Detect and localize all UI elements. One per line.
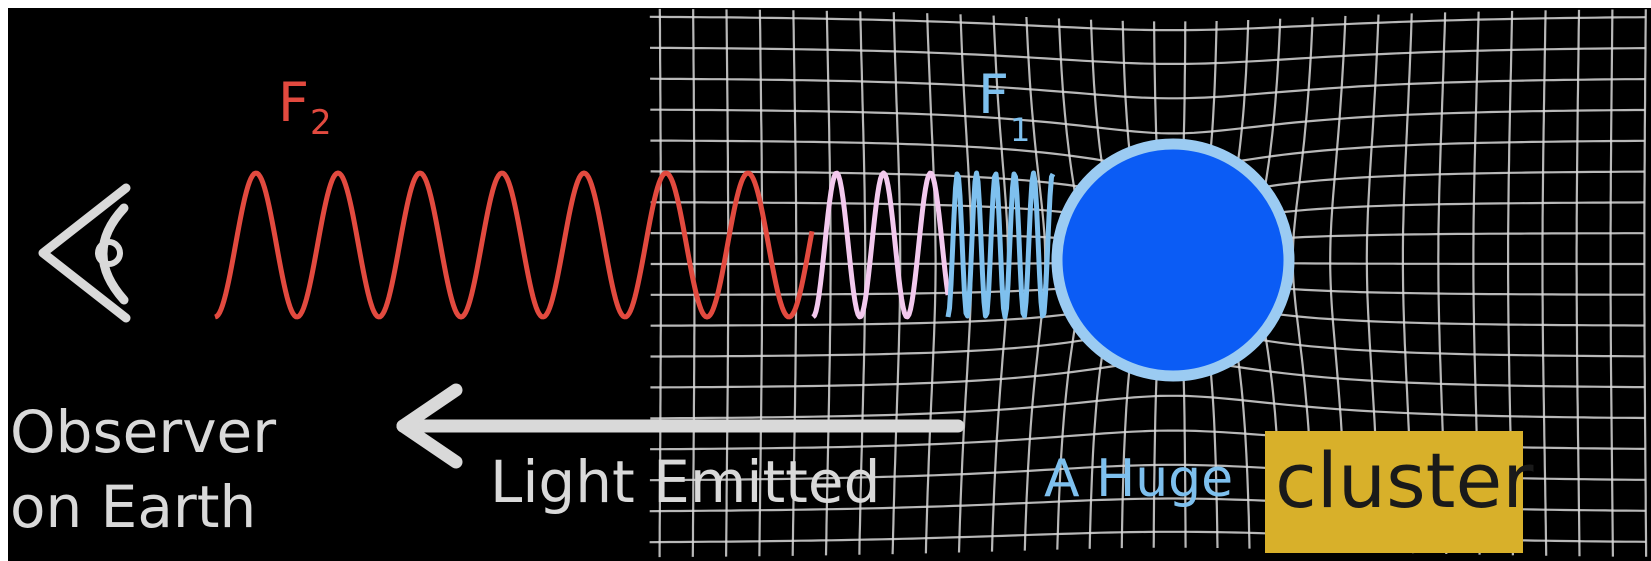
cluster-highlight-badge: cluster (1265, 431, 1533, 553)
eye-icon (38, 183, 131, 323)
cluster-label: cluster (1275, 436, 1534, 525)
wave-frequency-near-subscript: 1 (1010, 111, 1031, 149)
light-wave (214, 170, 1056, 320)
grid-line (924, 13, 937, 554)
grid-line (758, 9, 764, 557)
diagram-stage: F 2 F 1 Observer on Earth Light Emitted … (8, 8, 1651, 561)
wave-segment (214, 170, 815, 320)
wave-segment (945, 170, 1056, 320)
wave-frequency-far-subscript: 2 (310, 103, 332, 143)
observer-label-line2: on Earth (10, 473, 257, 541)
observer-label-line1: Observer (10, 398, 277, 466)
wave-frequency-near-label: F (978, 63, 1010, 126)
left-arrow-icon (396, 383, 965, 469)
light-emitted-label: Light Emitted (490, 448, 881, 516)
grid-line (658, 8, 662, 558)
grid-line (650, 108, 1645, 135)
grid-line (649, 46, 1646, 65)
wave-frequency-far-label: F (278, 71, 310, 134)
wave-segment (811, 170, 951, 320)
grid-line (650, 394, 1646, 420)
grid-line (791, 10, 798, 556)
grid-line (1541, 10, 1548, 556)
grid-line (1609, 9, 1614, 557)
grid-line (650, 77, 1646, 100)
mass-label: A Huge (1044, 449, 1234, 509)
grid-line (1643, 9, 1648, 557)
grid-line (725, 9, 730, 557)
grid-line (1575, 9, 1581, 557)
massive-body (1051, 138, 1295, 382)
grid-line (649, 15, 1646, 32)
grid-line (824, 10, 832, 556)
